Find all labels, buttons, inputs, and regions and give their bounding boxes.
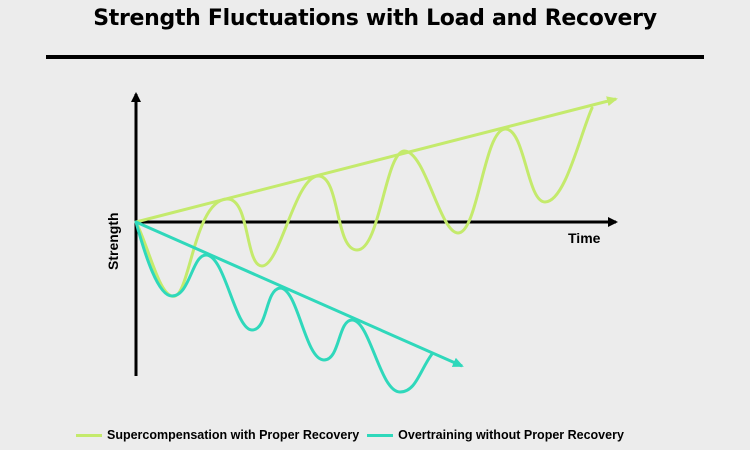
legend-swatch-supercompensation: [76, 433, 102, 437]
supercompensation-trend-arrow: [135, 96, 618, 224]
legend-item-supercompensation: Supercompensation with Proper Recovery: [76, 428, 359, 442]
legend-label-overtraining: Overtraining without Proper Recovery: [398, 428, 624, 442]
x-axis-label: Time: [568, 230, 601, 246]
legend-swatch-overtraining: [367, 433, 394, 437]
legend-item-overtraining: Overtraining without Proper Recovery: [367, 428, 624, 442]
legend: Supercompensation with Proper Recovery O…: [76, 428, 632, 442]
diagram-title: Strength Fluctuations with Load and Reco…: [93, 6, 657, 31]
overtraining-wave: [134, 220, 434, 394]
title-divider: [46, 55, 704, 59]
supercompensation-wave: [134, 106, 594, 298]
overtraining-trend-arrow: [135, 220, 464, 368]
y-axis-label: Strength: [105, 212, 121, 270]
legend-label-supercompensation: Supercompensation with Proper Recovery: [107, 428, 360, 442]
